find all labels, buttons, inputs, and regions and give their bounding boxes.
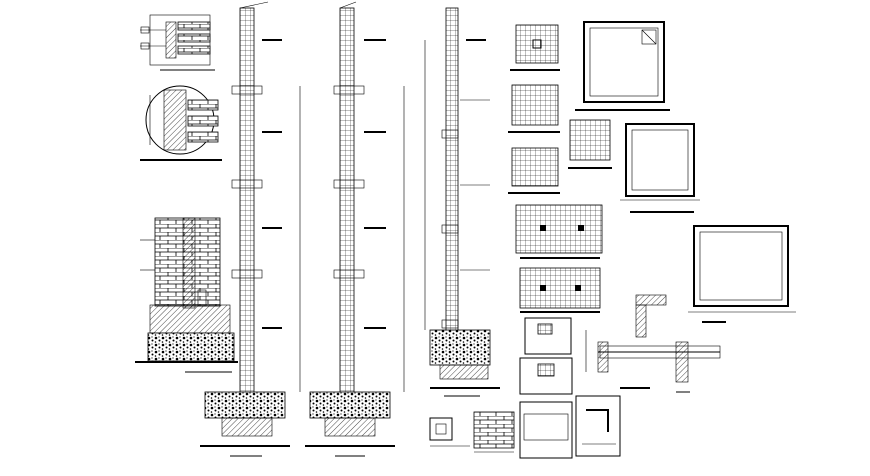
schedule-tables — [429, 317, 621, 459]
column-elevation-1 — [200, 1, 301, 457]
beam-detail-set — [585, 294, 721, 393]
column-elevation-3 — [424, 7, 500, 397]
footing-plan-set — [508, 24, 603, 313]
column-circle-detail — [140, 85, 222, 161]
brick-wall-foundation-detail — [135, 217, 238, 373]
column-elevation-2 — [305, 1, 405, 457]
slab-plan-set — [568, 21, 796, 323]
wall-section-detail — [140, 14, 215, 71]
